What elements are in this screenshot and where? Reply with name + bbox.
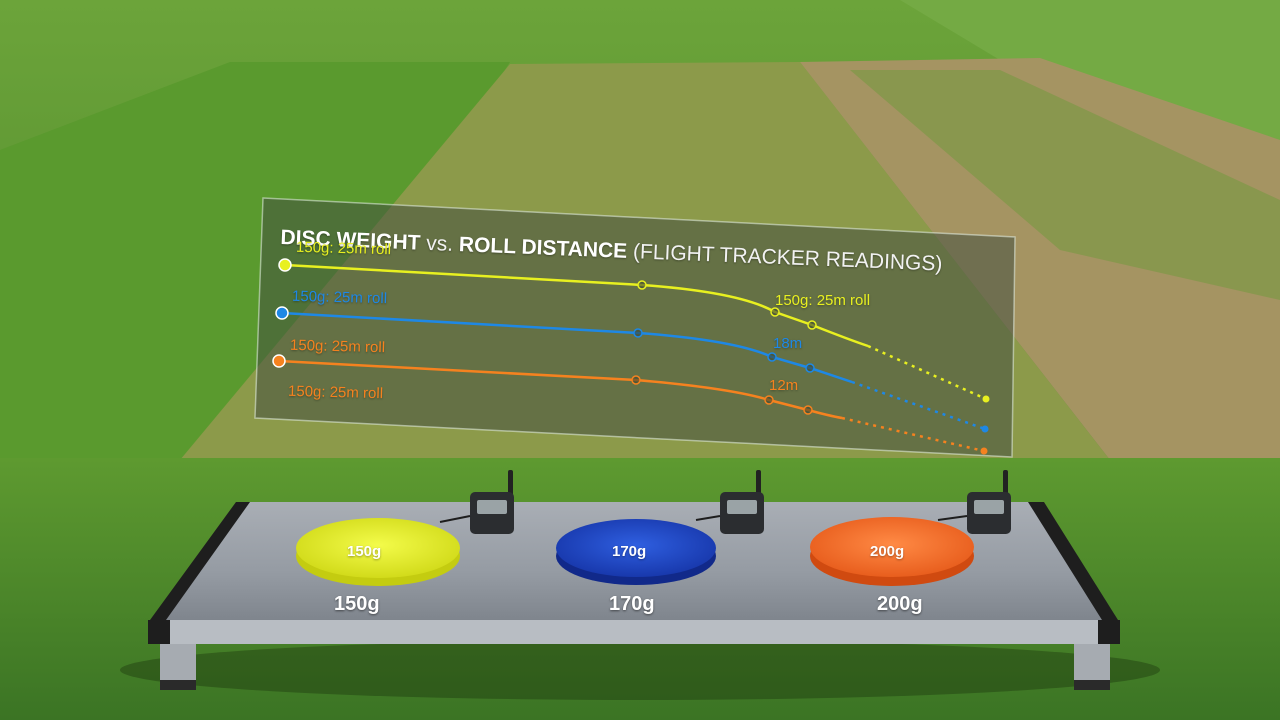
series-yellow-point <box>637 280 647 290</box>
table-edge-left <box>150 502 250 620</box>
table-front-edge <box>150 620 1118 644</box>
series-yellow-line <box>284 263 869 348</box>
series-yellow-end-point <box>982 395 990 403</box>
series-blue-start-marker <box>275 306 289 320</box>
disc-orange-top <box>810 517 974 577</box>
series-orange-start-marker <box>272 354 286 368</box>
table-leg-right-foot <box>1074 680 1110 690</box>
tracker-3-antenna <box>1003 470 1008 496</box>
series-yellow-dotted <box>867 344 987 401</box>
tracker-3-cable <box>937 515 968 521</box>
tracker-2-antenna <box>756 470 761 496</box>
tracker-2-cable <box>695 515 721 521</box>
series-blue-line <box>281 311 853 384</box>
series-yellow-point <box>807 320 817 330</box>
series-blue-point <box>805 363 815 373</box>
table-front-cap-left <box>148 620 170 644</box>
disc-blue <box>556 519 716 585</box>
series-yellow-start-marker <box>278 258 292 272</box>
mown-strip-left <box>0 62 510 460</box>
table-shadow <box>120 640 1160 700</box>
disc-blue-top <box>556 519 716 577</box>
table-leg-left <box>160 636 196 688</box>
disc-yellow-top <box>296 518 460 578</box>
table-edge-right <box>1028 502 1118 620</box>
table-front-cap-right <box>1098 620 1120 644</box>
chart-panel <box>254 197 1016 458</box>
series-orange-point <box>764 395 774 405</box>
flight-tracker-1 <box>439 470 514 534</box>
table-leg-left-foot <box>160 680 196 690</box>
series-orange <box>272 354 988 455</box>
table-leg-right <box>1074 636 1110 688</box>
flight-tracker-2 <box>695 470 764 534</box>
series-orange-point <box>631 375 641 385</box>
pitch-grass-patches <box>850 70 1280 300</box>
flight-tracker-3 <box>937 470 1011 534</box>
tracker-3-screen <box>974 500 1004 514</box>
series-yellow <box>278 258 990 403</box>
series-blue-point <box>633 328 643 338</box>
series-orange-dotted <box>841 416 985 453</box>
disc-orange <box>810 517 974 586</box>
tracker-1-cable <box>439 515 471 523</box>
tracker-1-antenna <box>508 470 513 496</box>
series-yellow-point <box>770 307 780 317</box>
series-orange-end-point <box>980 447 988 455</box>
series-blue-end-point <box>981 425 989 433</box>
tracker-2-screen <box>727 500 757 514</box>
series-blue-point <box>767 352 777 362</box>
tracker-1-screen <box>477 500 507 514</box>
disc-yellow <box>296 518 460 586</box>
series-orange-point <box>803 405 813 415</box>
series-blue <box>275 306 989 433</box>
series-orange-line <box>278 359 843 420</box>
